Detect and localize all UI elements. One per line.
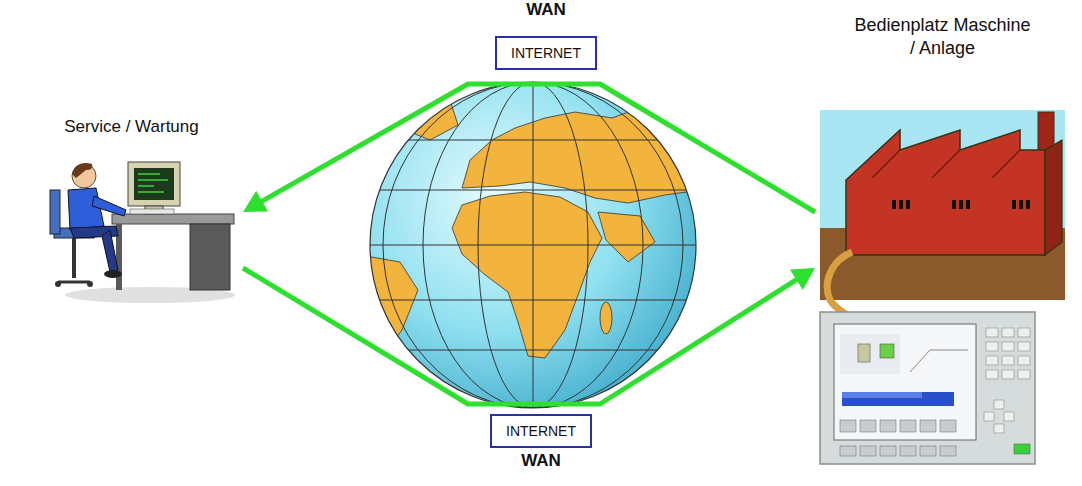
island-madagascar (600, 302, 612, 334)
network-arrow (243, 268, 815, 404)
network-label: INTERNET (495, 36, 597, 70)
arrow-line (260, 84, 815, 212)
globe (360, 82, 705, 408)
arrow-head (243, 191, 268, 212)
arrow-line (243, 268, 798, 404)
machine-operator-station: Bedienplatz Maschine / Anlage (815, 14, 1070, 472)
service-station: Service / Wartung (20, 116, 243, 302)
internet-wan-box: WAN INTERNET (478, 0, 614, 74)
network-arrow (243, 84, 815, 212)
internet-wan-box: INTERNET WAN (473, 414, 609, 486)
station-heading: Service / Wartung (20, 116, 243, 137)
operator-panel (820, 312, 1035, 464)
continent-arabia (598, 212, 655, 262)
network-heading: WAN (473, 451, 609, 471)
network-label: INTERNET (490, 414, 592, 448)
service-technician (50, 162, 235, 303)
arrow-head (790, 268, 815, 290)
globe-grid (370, 82, 696, 408)
network-heading: WAN (478, 0, 614, 20)
factory (820, 110, 1065, 318)
station-heading: Bedienplatz Maschine / Anlage (850, 14, 1035, 60)
